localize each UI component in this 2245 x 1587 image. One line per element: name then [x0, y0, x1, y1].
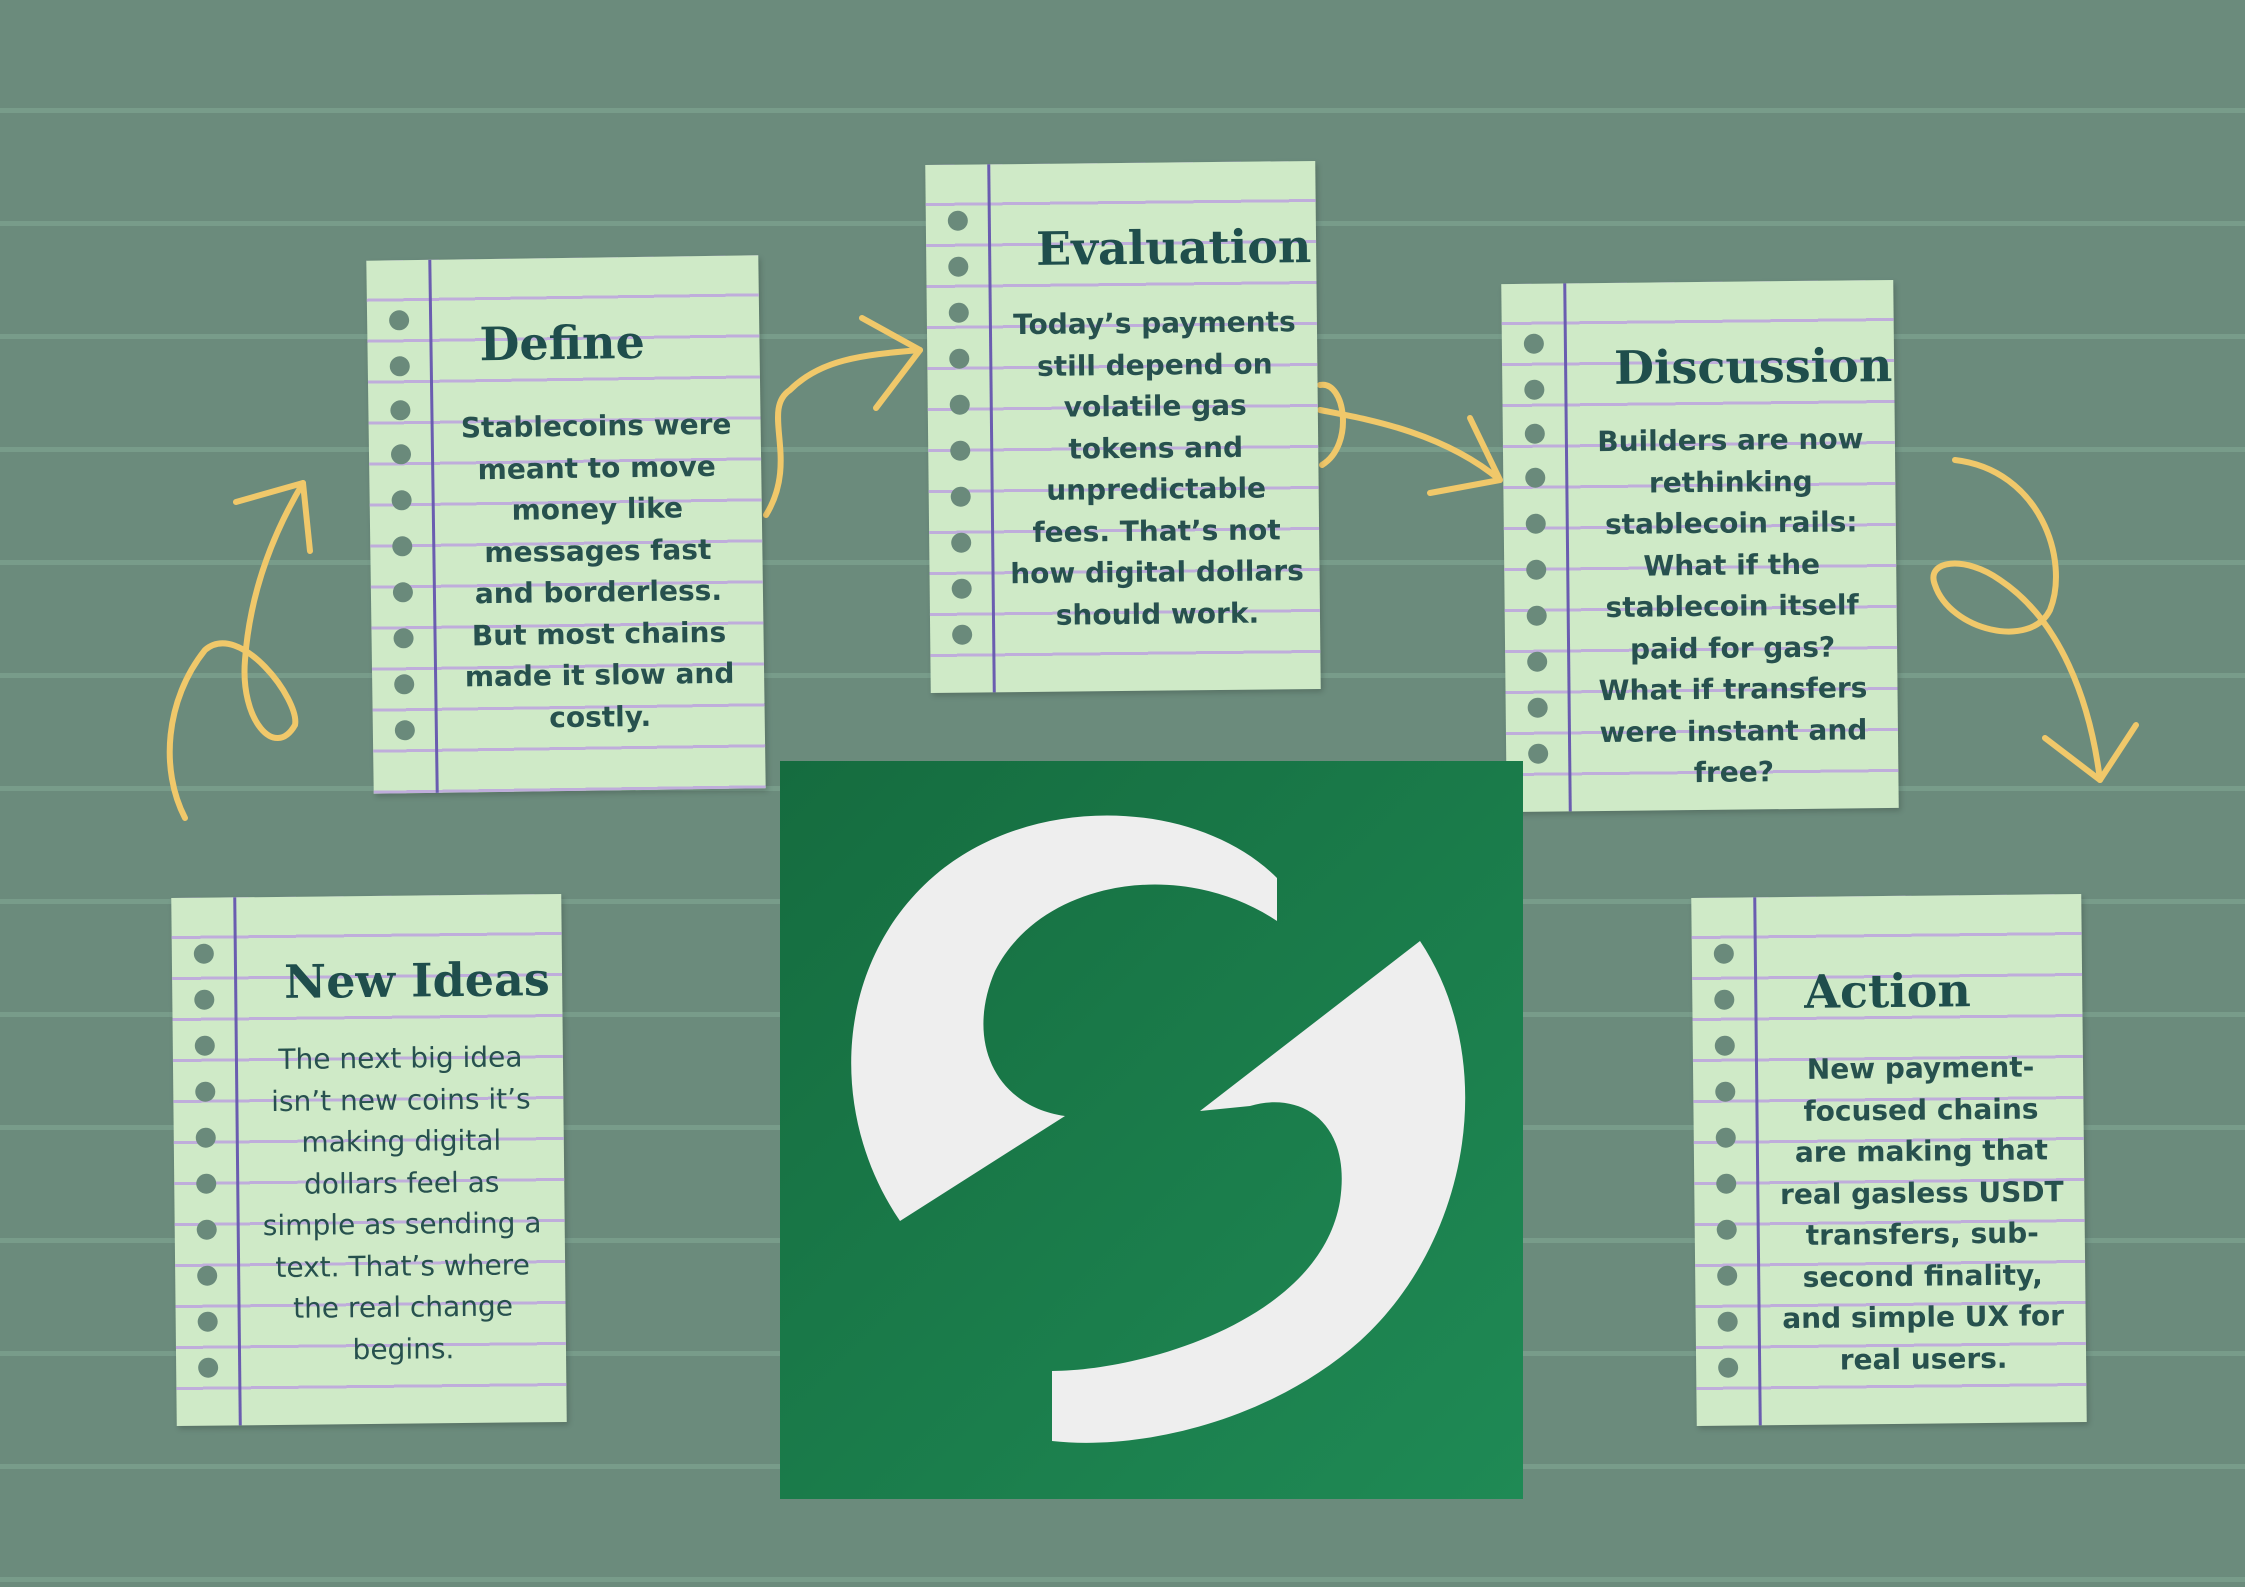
binder-hole: [195, 1127, 216, 1148]
binder-hole: [950, 440, 971, 461]
center-logo-tile: [780, 761, 1523, 1499]
binder-hole: [1714, 1035, 1735, 1056]
binder-hole: [391, 490, 412, 511]
card-margin-line: [1563, 283, 1572, 812]
card-discussion: Discussion Builders are now rethinking s…: [1501, 279, 1899, 813]
binder-hole: [1524, 423, 1545, 444]
arrowhead-evaluation-to-discussion: [1427, 415, 1503, 496]
binder-hole: [394, 720, 415, 741]
card-body-define: Stablecoins were meant to move money lik…: [460, 407, 735, 734]
card-new-ideas: New Ideas The next big idea isn’t new co…: [171, 893, 567, 1427]
binder-hole: [951, 578, 972, 599]
binder-hole: [1526, 605, 1547, 626]
binder-hole: [388, 310, 410, 331]
binder-hole: [1524, 379, 1545, 400]
card-margin-line: [1753, 897, 1762, 1426]
binder-hole: [196, 1219, 217, 1240]
binder-hole: [1528, 743, 1549, 764]
binder-hole: [1526, 559, 1547, 580]
arrowhead-newideas-to-define: [233, 480, 313, 554]
binder-hole: [952, 624, 973, 645]
binder-hole: [947, 210, 968, 231]
binder-hole: [1717, 1311, 1738, 1332]
card-title-action: Action: [1803, 963, 1972, 1019]
binder-hole: [194, 1035, 215, 1056]
arrowhead-define-to-evaluation: [859, 315, 923, 411]
card-margin-line: [233, 897, 242, 1426]
card-margin-line: [987, 164, 996, 693]
binder-hole: [1525, 513, 1546, 534]
binder-hole: [1714, 989, 1735, 1010]
card-define: Define Stablecoins were meant to move mo…: [366, 255, 766, 794]
binder-hole: [197, 1311, 218, 1332]
stable-s-logo-icon: [780, 761, 1523, 1499]
binder-hole: [390, 444, 412, 465]
binder-hole: [948, 302, 969, 323]
card-title-new-ideas: New Ideas: [283, 952, 550, 1009]
arrow-define-to-evaluation: [763, 347, 923, 518]
binder-hole: [390, 400, 411, 421]
binder-hole: [948, 256, 969, 277]
binder-hole: [1523, 333, 1544, 354]
card-body-evaluation: Today’s payments still depend on volatil…: [1010, 305, 1304, 632]
binder-hole: [1527, 651, 1548, 672]
binder-hole: [392, 582, 414, 603]
card-action: Action New payment-focused chains are ma…: [1691, 893, 2087, 1427]
arrow-discussion-to-action: [1930, 457, 2103, 783]
binder-hole: [1525, 467, 1546, 488]
arrowhead-discussion-to-action: [2042, 722, 2139, 783]
card-title-define: Define: [479, 314, 646, 372]
arrow-newideas-to-define: [166, 480, 306, 821]
card-title-evaluation: Evaluation: [1035, 219, 1312, 276]
card-title-discussion: Discussion: [1613, 337, 1893, 395]
binder-hole: [950, 486, 971, 507]
card-margin-line: [428, 259, 439, 793]
card-evaluation: Evaluation Today’s payments still depend…: [925, 160, 1321, 694]
binder-hole: [195, 1081, 216, 1102]
binder-hole: [196, 1173, 217, 1194]
binder-hole: [389, 356, 410, 377]
card-body-new-ideas: The next big idea isn’t new coins it’s m…: [262, 1040, 542, 1366]
arrow-evaluation-to-discussion: [1317, 381, 1503, 483]
binder-hole: [949, 348, 970, 369]
binder-hole: [1715, 1127, 1736, 1148]
binder-hole: [194, 989, 215, 1010]
binder-hole: [392, 536, 413, 557]
card-body-discussion: Builders are now rethinking stablecoin r…: [1597, 422, 1868, 790]
binder-hole: [198, 1357, 219, 1378]
binder-hole: [951, 532, 972, 553]
binder-hole: [1527, 697, 1548, 718]
binder-hole: [1717, 1265, 1738, 1286]
binder-hole: [394, 674, 415, 695]
binder-hole: [393, 628, 414, 649]
binder-hole: [1716, 1173, 1737, 1194]
binder-hole: [1713, 943, 1734, 964]
binder-hole: [949, 394, 970, 415]
binder-hole: [197, 1265, 218, 1286]
binder-hole: [1716, 1219, 1737, 1240]
binder-hole: [1718, 1357, 1739, 1378]
binder-hole: [1715, 1081, 1736, 1102]
card-body-action: New payment-focused chains are making th…: [1779, 1050, 2065, 1377]
binder-hole: [193, 943, 214, 964]
